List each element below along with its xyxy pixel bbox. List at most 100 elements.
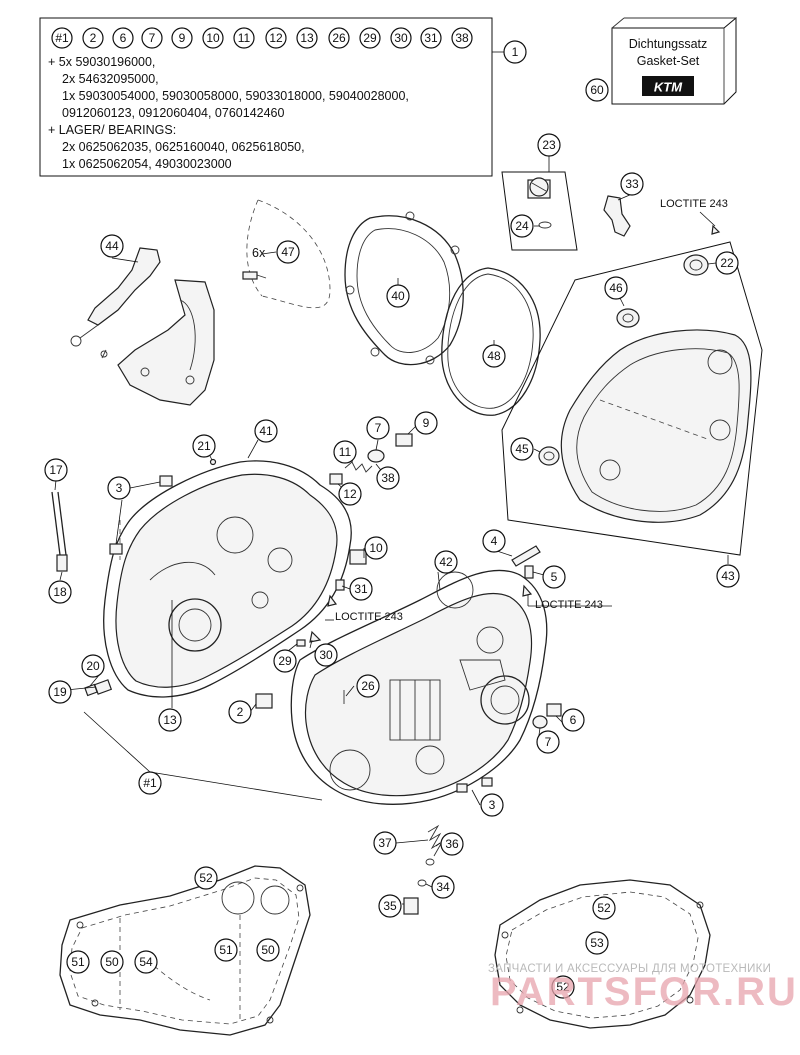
callout-47: 47 bbox=[276, 240, 300, 264]
part-17-18-stud bbox=[51, 491, 68, 572]
svg-text:1: 1 bbox=[512, 45, 519, 59]
kit-line-2: 2x 54632095000, bbox=[62, 72, 159, 86]
svg-text:24: 24 bbox=[515, 219, 529, 233]
svg-text:9: 9 bbox=[423, 416, 430, 430]
callout-48: 48 bbox=[482, 344, 506, 368]
svg-text:#1: #1 bbox=[143, 776, 157, 790]
svg-text:54: 54 bbox=[139, 955, 153, 969]
svg-text:36: 36 bbox=[445, 837, 459, 851]
svg-text:52: 52 bbox=[556, 980, 570, 994]
callout-11: 11 bbox=[333, 440, 357, 464]
callout-13: 13 bbox=[158, 708, 182, 732]
callout-31: 31 bbox=[349, 577, 373, 601]
kit-line-1: + 5x 59030196000, bbox=[48, 55, 155, 69]
svg-text:53: 53 bbox=[590, 936, 604, 950]
kit-line-6: 2x 0625062035, 0625160040, 0625618050, bbox=[62, 140, 305, 154]
svg-text:13: 13 bbox=[163, 713, 177, 727]
part-2-bearing bbox=[255, 693, 273, 709]
kit-ref-13: 31 bbox=[424, 31, 438, 45]
part-7-washer bbox=[367, 449, 385, 463]
callout-6: 6 bbox=[561, 708, 585, 732]
callout-3b: 3 bbox=[480, 793, 504, 817]
loctite-label-3: LOCTITE 243 bbox=[535, 599, 603, 611]
kit-ref-7: 11 bbox=[238, 31, 251, 45]
svg-text:52: 52 bbox=[597, 901, 611, 915]
callout-20: 20 bbox=[81, 654, 105, 678]
svg-text:7: 7 bbox=[545, 735, 552, 749]
callout-24: 24 bbox=[510, 214, 534, 238]
callout-51a: 51 bbox=[66, 950, 90, 974]
callout-43: 43 bbox=[716, 564, 740, 588]
callout-38: 38 bbox=[376, 466, 400, 490]
callout-18: 18 bbox=[48, 580, 72, 604]
svg-text:12: 12 bbox=[343, 487, 357, 501]
part-30-drop bbox=[309, 630, 322, 643]
kit-ref-callouts: #1 2 6 7 9 10 11 12 13 26 29 30 31 38 bbox=[51, 27, 473, 49]
gasket-set-title-en: Gasket-Set bbox=[637, 54, 700, 68]
kit-ref-6: 10 bbox=[206, 31, 220, 45]
svg-text:29: 29 bbox=[278, 654, 292, 668]
part-44-bracket bbox=[117, 279, 215, 406]
svg-text:5: 5 bbox=[551, 570, 558, 584]
kit-line-3: 1x 59030054000, 59030058000, 59033018000… bbox=[62, 89, 409, 103]
svg-text:4: 4 bbox=[491, 534, 498, 548]
svg-text:44: 44 bbox=[105, 239, 119, 253]
part-3-bushing-c bbox=[456, 783, 468, 793]
part-35-plug bbox=[403, 897, 419, 915]
kit-line-7: 1x 0625062054, 49030023000 bbox=[62, 157, 232, 171]
callout-21: 21 bbox=[192, 434, 216, 458]
callout-41: 41 bbox=[254, 419, 278, 443]
part-44-lever bbox=[70, 247, 161, 359]
ktm-logo: KTM bbox=[654, 80, 683, 95]
svg-text:35: 35 bbox=[383, 899, 397, 913]
part-36-37-spring bbox=[425, 824, 444, 866]
callout-30: 30 bbox=[314, 643, 338, 667]
part-6-plug bbox=[532, 703, 562, 729]
callout-5: 5 bbox=[542, 565, 566, 589]
callout-12: 12 bbox=[338, 482, 362, 506]
callout-42: 42 bbox=[434, 550, 458, 574]
part-22-seal bbox=[683, 254, 709, 276]
kit-ref-3: 6 bbox=[120, 31, 127, 45]
svg-text:37: 37 bbox=[378, 836, 392, 850]
watermark: ЗАПЧАСТИ И АКСЕССУАРЫ ДЛЯ МОТОТЕХНИКИ PA… bbox=[488, 963, 798, 1014]
svg-text:6: 6 bbox=[570, 713, 577, 727]
callout-36: 36 bbox=[440, 832, 464, 856]
assembly-1-leader bbox=[83, 711, 323, 801]
svg-text:41: 41 bbox=[259, 424, 273, 438]
callout-52c: 52 bbox=[551, 975, 575, 999]
kit-ref-8: 12 bbox=[269, 31, 283, 45]
svg-text:11: 11 bbox=[339, 445, 352, 459]
callout-23: 23 bbox=[537, 133, 561, 157]
gasket-set-title-de: Dichtungssatz bbox=[629, 37, 708, 51]
watermark-brand: PARTSFOR.RU bbox=[490, 970, 798, 1014]
part-23-24-box bbox=[501, 171, 578, 251]
svg-text:2: 2 bbox=[237, 705, 244, 719]
kit-line-4: 0912060123, 0912060404, 0760142460 bbox=[62, 106, 284, 120]
svg-text:52: 52 bbox=[199, 871, 213, 885]
svg-text:33: 33 bbox=[625, 177, 639, 191]
svg-text:3: 3 bbox=[489, 798, 496, 812]
svg-text:19: 19 bbox=[53, 685, 67, 699]
callout-40: 40 bbox=[386, 284, 410, 308]
kit-ref-9: 13 bbox=[300, 31, 314, 45]
part-11-spring bbox=[344, 461, 373, 473]
callout-52a: 52 bbox=[194, 866, 218, 890]
callout-50a: 50 bbox=[100, 950, 124, 974]
callout-19: 19 bbox=[48, 680, 72, 704]
part-40-gasket bbox=[344, 211, 464, 366]
callout-10: 10 bbox=[364, 536, 388, 560]
part-3-bushing-b bbox=[109, 543, 123, 555]
part-45-seal bbox=[538, 446, 560, 466]
svg-text:23: 23 bbox=[542, 138, 556, 152]
svg-text:38: 38 bbox=[381, 471, 395, 485]
callout-1b: #1 bbox=[138, 771, 162, 795]
svg-text:10: 10 bbox=[369, 541, 383, 555]
clutch-outline-dashed bbox=[257, 199, 331, 309]
loctite-drop-2 bbox=[327, 594, 338, 607]
svg-text:40: 40 bbox=[391, 289, 405, 303]
part-34-oring bbox=[417, 879, 427, 887]
part-46-seal bbox=[616, 308, 640, 328]
loctite-label-1: LOCTITE 243 bbox=[660, 198, 728, 210]
part-43-cover-box bbox=[501, 241, 763, 556]
